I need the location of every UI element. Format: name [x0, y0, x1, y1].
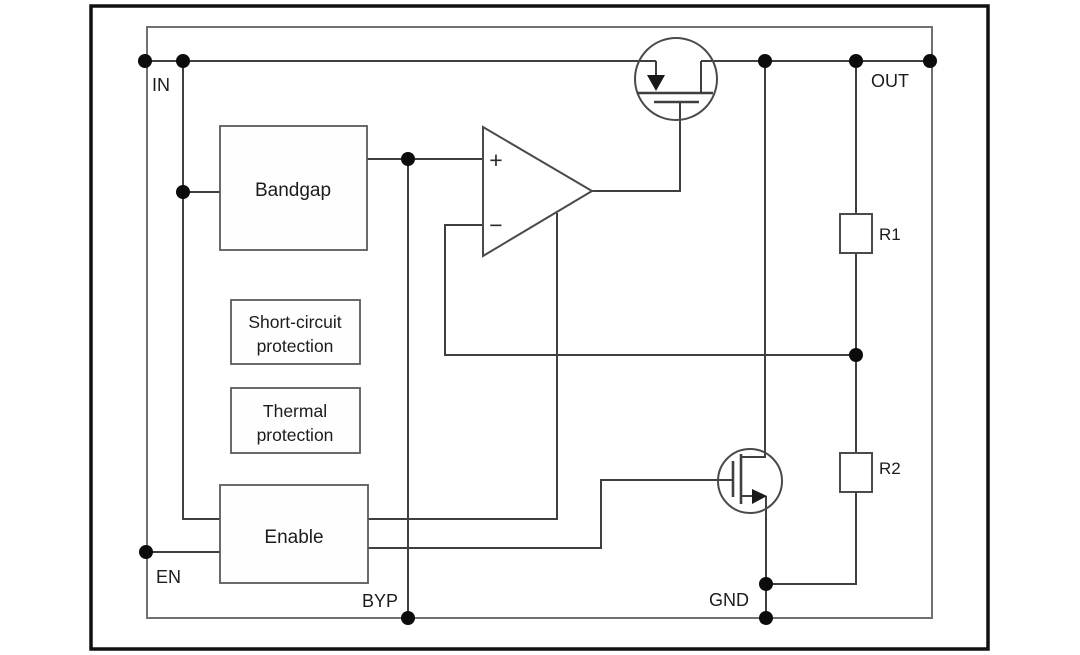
thermal-label-line1: Thermal [263, 401, 327, 421]
junction-dot-reference [401, 152, 415, 166]
opamp-minus-input-label: − [489, 212, 502, 238]
thermal-protection-block: Thermal protection [230, 387, 361, 454]
nmos-body-circle [717, 448, 783, 514]
enable-block: Enable [219, 484, 369, 584]
pin-label-in: IN [152, 75, 170, 95]
pin-labels: IN OUT EN BYP GND [152, 71, 909, 611]
pin-dot-byp [401, 611, 415, 625]
r1-label: R1 [879, 225, 901, 244]
wire-amp-output-to-pmos-gate [592, 102, 681, 192]
pin-dot-gnd [759, 611, 773, 625]
error-amplifier: + − [482, 125, 594, 258]
short-circuit-label-line1: Short-circuit [248, 312, 341, 332]
wire-enable-to-amplifier [368, 213, 558, 520]
short-circuit-label-line2: protection [257, 336, 334, 356]
r2-box [839, 452, 873, 493]
image-border [89, 4, 990, 651]
wires [147, 60, 930, 618]
junction-dot-bandgap-tap [176, 185, 190, 199]
nmos-source-arrow-icon [752, 489, 767, 504]
pin-dot-en [139, 545, 153, 559]
wire-r2-bottom-to-gnd [766, 492, 857, 585]
junction-dot-feedback [849, 348, 863, 362]
pmos-source-arrow-icon [647, 75, 665, 91]
enable-label: Enable [264, 527, 323, 548]
r2-label: R2 [879, 459, 901, 478]
wire-enable-to-nmos-gate [368, 479, 733, 549]
short-circuit-protection-block: Short-circuit protection [230, 299, 361, 365]
resistor-r1: R1 [839, 213, 901, 254]
short-circuit-box [230, 299, 361, 365]
junction-dot-in-branch [176, 54, 190, 68]
thermal-box [230, 387, 361, 454]
pin-label-byp: BYP [362, 591, 398, 611]
ic-boundary [146, 26, 933, 619]
wire-out-to-nmos-drain [741, 61, 766, 458]
nmos-transistor [717, 448, 783, 514]
junction-dot-gnd [759, 577, 773, 591]
pin-dot-out [923, 54, 937, 68]
junction-dot-out-drain [758, 54, 772, 68]
bandgap-label: Bandgap [255, 180, 331, 201]
enable-box [219, 484, 369, 584]
pin-label-gnd: GND [709, 590, 749, 610]
r1-box [839, 213, 873, 254]
wire-feedback-to-minus-input [444, 224, 856, 356]
thermal-label-line2: protection [257, 425, 334, 445]
bandgap-box [219, 125, 368, 251]
pin-label-out: OUT [871, 71, 909, 91]
resistor-r2: R2 [839, 452, 901, 493]
junction-dots [138, 54, 937, 625]
pin-dot-in [138, 54, 152, 68]
junction-dot-out-r1 [849, 54, 863, 68]
opamp-triangle [482, 125, 594, 258]
pmos-pass-transistor [634, 37, 718, 121]
wire-in-to-enable [182, 61, 220, 520]
opamp-plus-input-label: + [489, 147, 502, 173]
bandgap-block: Bandgap [219, 125, 368, 251]
pmos-body-circle [634, 37, 718, 121]
pin-label-en: EN [156, 567, 181, 587]
